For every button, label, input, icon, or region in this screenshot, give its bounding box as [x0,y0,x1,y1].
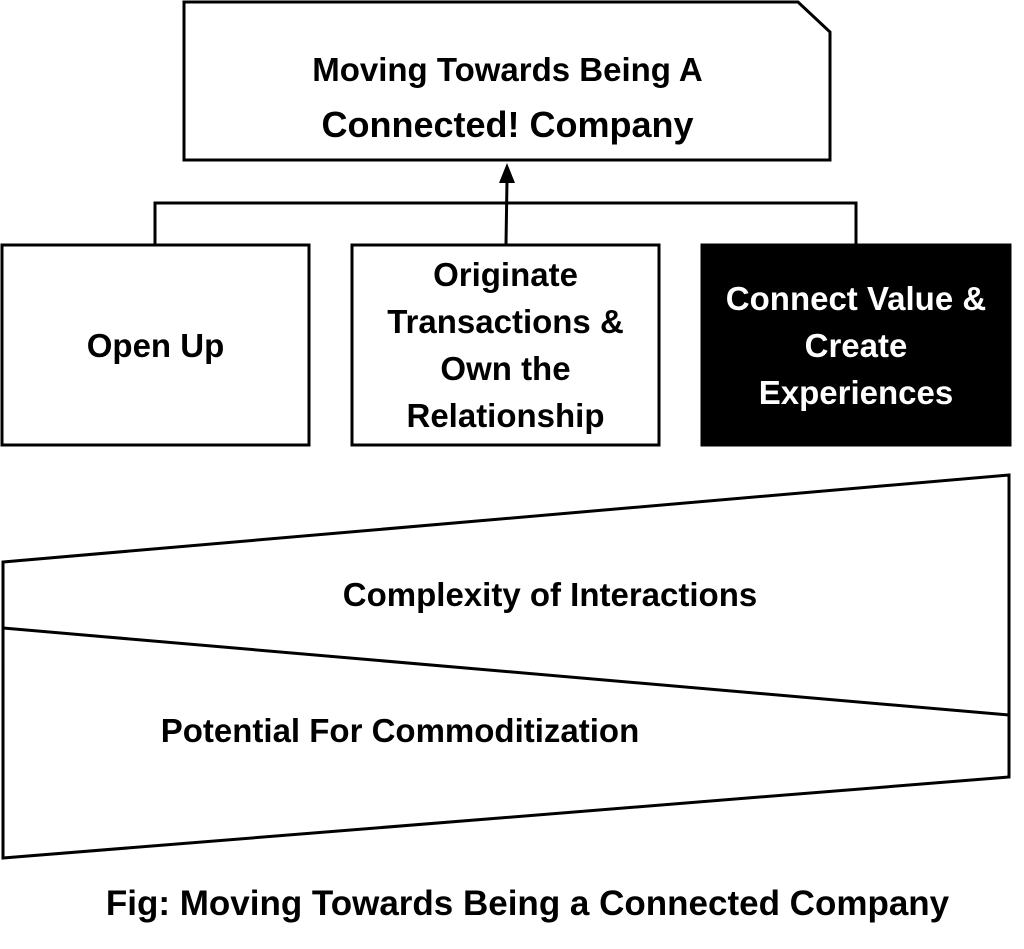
connector-arrow-line [504,179,509,245]
wedge-divider-line [2,626,1010,717]
step-box-open-up [0,243,311,447]
step-label-originate: Originate Transactions & Own the Relatio… [387,256,624,434]
step-box-connect [700,243,1012,447]
goal-title-line1: Moving Towards Being A [312,51,703,88]
step-label-open-up: Open Up [86,326,225,364]
wedge-label-complexity: Complexity of Interactions [342,576,758,614]
goal-title-line2: Connected! Company [321,104,694,145]
step-box-originate [350,243,661,447]
goal-box-shape [182,0,832,162]
arrowhead-icon [499,163,515,183]
wedge-label-potential: Potential For Commoditization [160,712,640,750]
step-label-connect: Connect Value & Create Experiences [725,279,987,411]
wedge-shape [1,473,1011,860]
figure-caption: Fig: Moving Towards Being a Connected Co… [105,884,950,923]
